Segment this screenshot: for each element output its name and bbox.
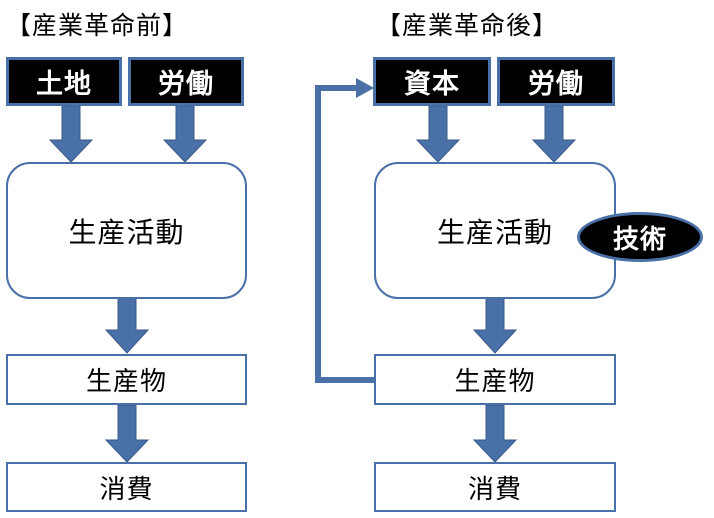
arrow-production-to-product-right — [472, 297, 518, 354]
technology-oval: 技術 — [577, 212, 703, 262]
arrow-labor-to-production-right — [531, 105, 577, 163]
feedback-loop-product-to-capital — [315, 85, 375, 383]
consumption-right: 消費 — [374, 462, 616, 512]
input-labor-right: 労働 — [497, 57, 615, 106]
arrow-product-to-consumption-left — [104, 404, 150, 463]
input-capital: 資本 — [373, 57, 491, 106]
product-left: 生産物 — [6, 354, 247, 405]
arrow-product-to-consumption-right — [472, 404, 518, 463]
title-before: 【産業革命前】 — [6, 11, 189, 40]
title-after: 【産業革命後】 — [376, 11, 559, 40]
arrow-production-to-product-left — [104, 297, 150, 354]
arrow-labor-to-production-left — [162, 105, 208, 163]
consumption-left: 消費 — [6, 462, 247, 512]
input-labor-left: 労働 — [128, 57, 244, 106]
feedback-arrowhead — [356, 78, 374, 98]
production-activity-left: 生産活動 — [6, 162, 247, 299]
production-activity-right: 生産活動 — [374, 162, 616, 299]
arrow-land-to-production — [48, 105, 94, 163]
product-right: 生産物 — [374, 354, 616, 405]
input-land: 土地 — [6, 57, 122, 106]
arrow-capital-to-production — [415, 105, 461, 163]
